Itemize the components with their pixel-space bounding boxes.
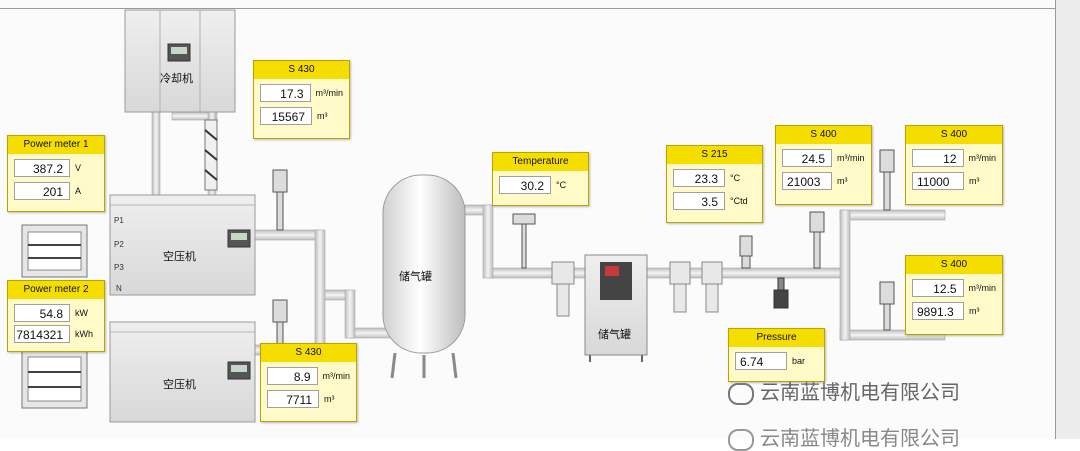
port-label: P2 [114, 240, 124, 249]
watermark-duplicate: 云南蓝博机电有限公司 [728, 422, 960, 451]
electric-cabinet-1 [21, 224, 88, 278]
s430-bottom-panel[interactable]: S 430 8.9 m³/min 7711 m³ [260, 343, 357, 422]
filter-2 [669, 261, 691, 313]
s400-c-panel[interactable]: S 400 12.5 m³/min 9891.3 m³ [905, 255, 1003, 335]
pressure-unit: bar [792, 356, 806, 366]
electric-cabinet-2 [21, 349, 88, 409]
pressure-sensor [773, 277, 789, 309]
s400-sensor-a [809, 211, 825, 269]
energy-value: 7814321 [14, 325, 70, 343]
wechat-icon [728, 382, 754, 405]
panel-title: S 215 [667, 146, 762, 164]
total-unit: m³ [969, 176, 980, 186]
compressor-1 [109, 194, 256, 296]
small-tank [584, 254, 648, 362]
flow-unit: m³/min [322, 371, 351, 381]
panel-title: Pressure [729, 329, 824, 347]
port-label: P3 [114, 263, 124, 272]
voltage-value: 387.2 [14, 159, 70, 177]
large-tank [382, 174, 466, 379]
power-meter-2-panel[interactable]: Power meter 2 54.8 kW 7814321 kWh [7, 280, 105, 352]
flow-value: 17.3 [260, 84, 311, 102]
dryer-machine [124, 9, 236, 113]
s215-panel[interactable]: S 215 23.3 °C 3.5 °Ctd [666, 145, 763, 223]
total-value: 15567 [260, 107, 312, 125]
panel-title: S 430 [261, 344, 356, 362]
total-unit: m³ [324, 394, 335, 404]
temperature-probe [512, 213, 536, 269]
panel-title: Power meter 1 [8, 136, 104, 154]
port-label: P1 [114, 216, 124, 225]
flow-value: 12.5 [912, 279, 964, 297]
dewpoint-unit: °Ctd [730, 196, 748, 206]
small-tank-label: 储气罐 [598, 329, 631, 341]
total-value: 21003 [782, 172, 832, 190]
temperature-unit: °C [556, 180, 567, 190]
heat-exchanger [204, 119, 218, 191]
total-value: 9891.3 [912, 302, 964, 320]
panel-title: Temperature [493, 153, 588, 171]
voltage-unit: V [75, 163, 82, 173]
panel-title: S 400 [776, 126, 871, 144]
filter-3 [701, 261, 723, 313]
temperature-value: 30.2 [499, 176, 551, 194]
panel-title: S 400 [906, 126, 1002, 144]
power-unit: kW [75, 308, 88, 318]
pressure-value: 6.74 [735, 352, 787, 370]
flow-value: 24.5 [782, 149, 832, 167]
total-unit: m³ [969, 306, 980, 316]
s400-sensor-c [879, 281, 895, 331]
panel-title: S 430 [254, 61, 349, 79]
s400-b-panel[interactable]: S 400 12 m³/min 11000 m³ [905, 125, 1003, 205]
temp-unit: °C [730, 173, 741, 183]
power-meter-1-panel[interactable]: Power meter 1 387.2 V 201 A [7, 135, 105, 212]
flow-value: 8.9 [267, 367, 318, 385]
flow-value: 12 [912, 149, 964, 167]
power-value: 54.8 [14, 304, 70, 322]
total-unit: m³ [837, 176, 848, 186]
energy-unit: kWh [75, 329, 93, 339]
temp-value: 23.3 [673, 169, 725, 187]
compressor-2 [109, 321, 256, 423]
window-scrollbar[interactable] [1055, 0, 1080, 439]
port-label: N [116, 284, 122, 293]
total-value: 7711 [267, 390, 319, 408]
watermark-text: 云南蓝博机电有限公司 [760, 426, 960, 450]
flow-sensor-top [272, 169, 288, 231]
panel-title: Power meter 2 [8, 281, 104, 299]
flow-sensor-bottom [272, 299, 288, 346]
compressor-1-label: 空压机 [163, 251, 196, 263]
compressor-2-label: 空压机 [163, 379, 196, 391]
flow-unit: m³/min [968, 153, 997, 163]
dewpoint-sensor [739, 235, 753, 269]
s400-sensor-b [879, 149, 895, 211]
s430-top-panel[interactable]: S 430 17.3 m³/min 15567 m³ [253, 60, 350, 139]
total-unit: m³ [317, 111, 328, 121]
filter-1 [551, 261, 575, 317]
current-value: 201 [14, 182, 70, 200]
flow-unit: m³/min [315, 88, 344, 98]
total-value: 11000 [912, 172, 964, 190]
current-unit: A [75, 186, 82, 196]
wechat-icon [728, 428, 754, 451]
flow-unit: m³/min [968, 283, 997, 293]
pipe-schematic [21, 9, 946, 423]
flow-unit: m³/min [837, 153, 865, 163]
pressure-panel[interactable]: Pressure 6.74 bar [728, 328, 825, 382]
watermark: 云南蓝博机电有限公司 [728, 376, 960, 405]
pipes [171, 111, 946, 356]
panel-title: S 400 [906, 256, 1002, 274]
s400-a-panel[interactable]: S 400 24.5 m³/min 21003 m³ [775, 125, 872, 205]
watermark-text: 云南蓝博机电有限公司 [760, 380, 960, 404]
temperature-panel[interactable]: Temperature 30.2 °C [492, 152, 589, 206]
dewpoint-value: 3.5 [673, 192, 725, 210]
large-tank-label: 储气罐 [399, 271, 432, 283]
dryer-label: 冷却机 [160, 73, 193, 85]
